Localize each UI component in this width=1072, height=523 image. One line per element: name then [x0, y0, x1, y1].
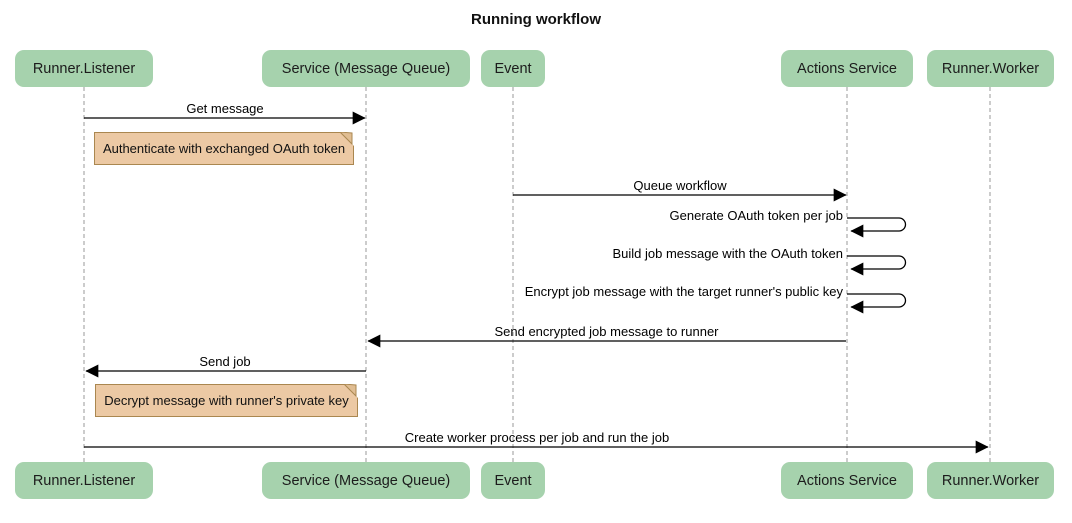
participant-runner-worker-bottom: Runner.Worker — [927, 462, 1054, 499]
participant-runner-listener-top: Runner.Listener — [15, 50, 153, 87]
note-authenticate-oauth: Authenticate with exchanged OAuth token — [94, 132, 354, 165]
self-loop-build-job-message — [847, 255, 907, 276]
message-label-generate-oauth-token: Generate OAuth token per job — [669, 208, 843, 223]
participant-service-message-queue-top: Service (Message Queue) — [262, 50, 470, 87]
participant-actions-service-bottom: Actions Service — [781, 462, 913, 499]
message-label-get-message: Get message — [186, 101, 264, 116]
participant-runner-worker-top: Runner.Worker — [927, 50, 1054, 87]
self-loop-encrypt-job-message — [847, 293, 907, 314]
note-fold-corner-icon — [340, 132, 354, 146]
diagram-title: Running workflow — [471, 11, 601, 28]
participant-service-message-queue-bottom: Service (Message Queue) — [262, 462, 470, 499]
self-loop-generate-oauth-token — [847, 217, 907, 238]
message-label-send-encrypted-job-message: Send encrypted job message to runner — [494, 324, 719, 339]
participant-actions-service-top: Actions Service — [781, 50, 913, 87]
message-label-build-job-message: Build job message with the OAuth token — [612, 246, 843, 261]
note-fold-corner-icon — [344, 384, 358, 398]
participant-runner-listener-bottom: Runner.Listener — [15, 462, 153, 499]
message-label-send-job: Send job — [199, 354, 251, 369]
note-decrypt-private-key: Decrypt message with runner's private ke… — [95, 384, 358, 417]
message-label-queue-workflow: Queue workflow — [633, 178, 727, 193]
participant-event-bottom: Event — [481, 462, 545, 499]
message-label-encrypt-job-message: Encrypt job message with the target runn… — [524, 284, 843, 299]
message-label-create-worker-process: Create worker process per job and run th… — [404, 430, 670, 445]
note-authenticate-oauth-text: Authenticate with exchanged OAuth token — [102, 141, 346, 156]
participant-event-top: Event — [481, 50, 545, 87]
note-decrypt-private-key-text: Decrypt message with runner's private ke… — [104, 393, 349, 408]
